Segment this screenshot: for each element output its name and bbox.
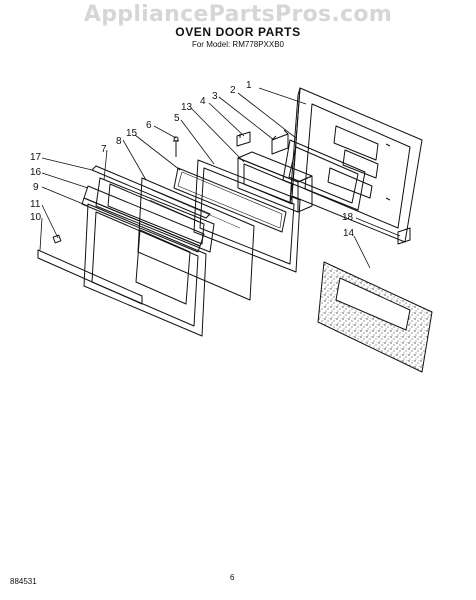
part-top-trim-17 [91, 165, 211, 219]
callout-16: 16 [30, 167, 42, 178]
callout-9: 9 [33, 182, 39, 193]
callout-17: 17 [30, 152, 42, 163]
callout-5: 5 [174, 113, 180, 124]
page-number: 6 [230, 573, 235, 582]
leader-lines [39, 87, 401, 269]
part-outer-frame-9 [83, 203, 207, 337]
part-insulation-box [237, 151, 313, 213]
part-bracket-18 [397, 227, 411, 245]
page-subtitle: For Model: RM778PXXB0 [191, 40, 285, 49]
document-id: 884531 [10, 577, 37, 586]
callout-4: 4 [200, 96, 206, 107]
callout-1: 1 [246, 80, 252, 91]
callout-14: 14 [343, 228, 355, 239]
callout-3: 3 [212, 91, 218, 102]
callout-11: 11 [30, 199, 41, 210]
part-clip-4 [236, 131, 251, 147]
part-glass-15 [173, 167, 287, 233]
part-window-frame-7 [95, 177, 215, 253]
part-clip-11 [52, 234, 62, 244]
part-small-bracket-3 [271, 129, 289, 155]
page-title: OVEN DOOR PARTS [175, 25, 301, 39]
part-screw-6 [173, 136, 179, 157]
callout-labels: 1 2 3 13 4 5 6 15 8 7 17 16 9 11 10 18 1… [30, 80, 355, 239]
callout-8: 8 [116, 136, 122, 147]
part-outer-door-panel [289, 87, 423, 243]
callout-7: 7 [101, 144, 107, 155]
callout-13: 13 [181, 102, 193, 113]
part-bottom-rail-10 [37, 249, 143, 305]
callout-15: 15 [126, 128, 138, 139]
callout-10: 10 [30, 212, 42, 223]
part-control-panel-14 [317, 261, 433, 373]
callout-6: 6 [146, 120, 152, 131]
part-gasket-frame [282, 139, 366, 211]
callout-18: 18 [342, 212, 354, 223]
watermark: AppliancePartsPros.com [83, 2, 393, 27]
callout-2: 2 [230, 85, 236, 96]
part-handle-16 [81, 185, 205, 253]
